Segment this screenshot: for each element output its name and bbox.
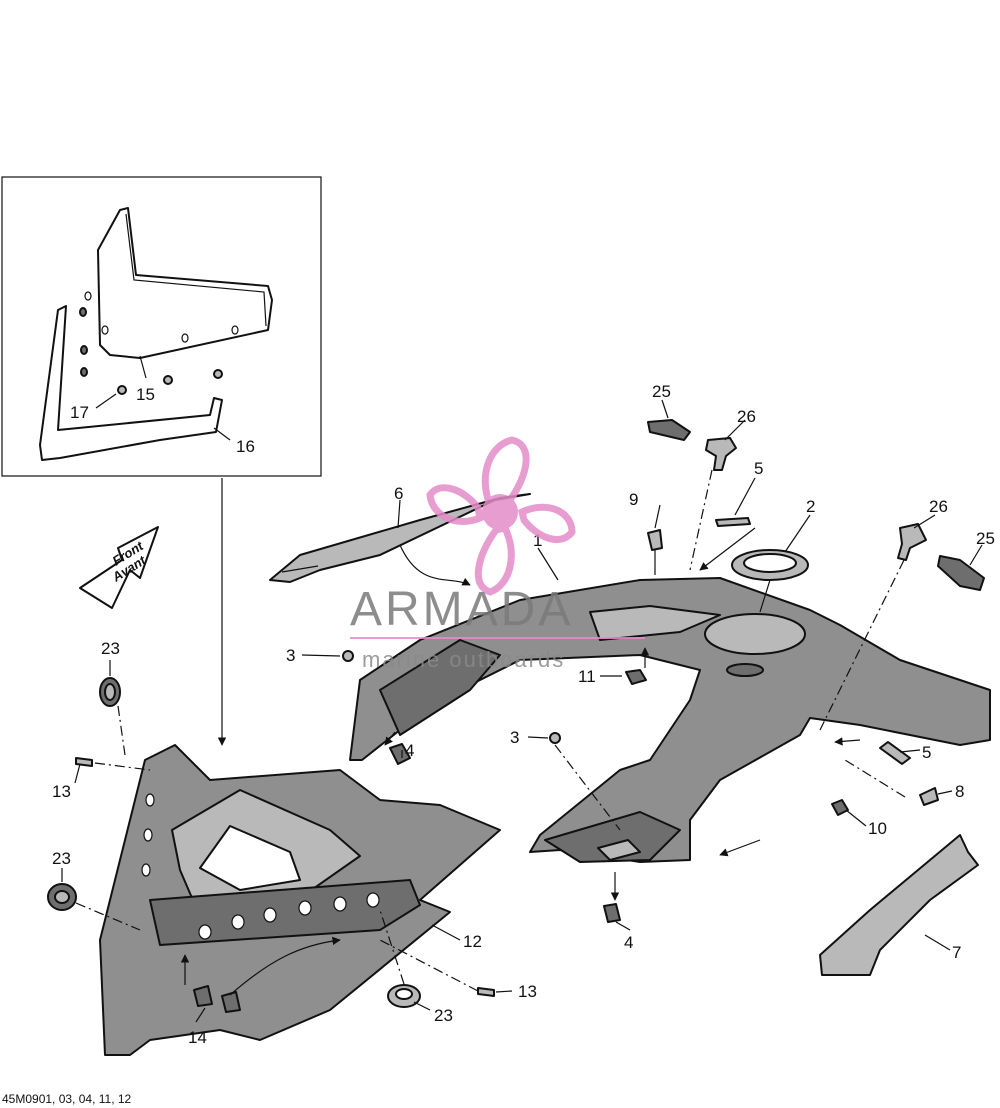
watermark-propeller-logo bbox=[426, 436, 576, 596]
callout-6: 6 bbox=[394, 484, 403, 503]
callout-15: 15 bbox=[136, 385, 155, 404]
leader-15 bbox=[139, 355, 147, 379]
part-23-grommet-top bbox=[99, 677, 121, 707]
part-7-side-trim bbox=[819, 834, 979, 976]
part-26-pin-left bbox=[705, 437, 737, 471]
part-1-boss bbox=[726, 663, 764, 677]
front-arrow-shape bbox=[79, 526, 159, 609]
part-9-pin bbox=[647, 529, 663, 575]
part-23-grommet-bottom bbox=[387, 984, 421, 1008]
callout-26-left: 26 bbox=[737, 407, 756, 426]
windshield-base-16 bbox=[39, 305, 223, 461]
callout-23-left: 23 bbox=[52, 849, 71, 868]
part-25-latch-right bbox=[937, 555, 985, 591]
part-3-screw-left bbox=[342, 650, 354, 662]
callout-3-left: 3 bbox=[286, 646, 295, 665]
callout-3-mid: 3 bbox=[510, 728, 519, 747]
clip-17 bbox=[80, 345, 88, 355]
clip-17 bbox=[79, 307, 87, 317]
part-12-inner-panel bbox=[199, 825, 301, 891]
windshield-hole bbox=[84, 291, 92, 301]
part-1-main-body bbox=[349, 577, 991, 863]
part-1-fuel-opening bbox=[704, 613, 806, 655]
part-2-fuel-ring bbox=[731, 549, 809, 581]
part-12-front-rail bbox=[149, 879, 421, 946]
callout-4-lower: 4 bbox=[624, 933, 633, 952]
watermark-tagline: marine outboards bbox=[362, 647, 565, 672]
callout-13-right: 13 bbox=[518, 982, 537, 1001]
windshield-hole bbox=[231, 325, 239, 335]
part-10-nut bbox=[831, 799, 849, 816]
part-26-pin-right bbox=[897, 523, 927, 561]
callout-11: 11 bbox=[578, 667, 596, 686]
nut-17 bbox=[117, 385, 127, 395]
part-1-left-rail bbox=[379, 639, 501, 736]
callout-17: 17 bbox=[70, 403, 89, 422]
callout-23-top: 23 bbox=[101, 639, 120, 658]
figure-caption: 45M0901, 03, 04, 11, 12 bbox=[2, 1092, 132, 1106]
windshield-trim-line bbox=[125, 213, 267, 327]
windshield-15 bbox=[97, 207, 273, 359]
callout-25-right: 25 bbox=[976, 529, 995, 548]
callout-16: 16 bbox=[236, 437, 255, 456]
callout-13-left: 13 bbox=[52, 782, 71, 801]
callout-1: 1 bbox=[533, 531, 542, 550]
nut-17 bbox=[213, 369, 223, 379]
part-1-recess bbox=[589, 605, 721, 641]
windshield-hole bbox=[101, 325, 109, 335]
callout-23-bottom: 23 bbox=[434, 1006, 453, 1025]
windshield-hole bbox=[181, 333, 189, 343]
callout-12: 12 bbox=[463, 932, 482, 951]
callout-5-top: 5 bbox=[754, 459, 763, 478]
callout-8: 8 bbox=[955, 782, 964, 801]
part-25-latch-left bbox=[647, 419, 691, 441]
part-5-strip-right bbox=[879, 741, 911, 765]
part-12-lower-console bbox=[99, 744, 501, 1056]
callout-5-right: 5 bbox=[922, 743, 931, 762]
clip-17 bbox=[80, 367, 88, 377]
part-13-bolt-right bbox=[477, 987, 495, 997]
part-1-lower-lip bbox=[544, 811, 681, 863]
nut-17 bbox=[163, 375, 173, 385]
assembly-lines bbox=[75, 469, 906, 996]
front-direction-arrow: Front Avant bbox=[79, 526, 159, 609]
callout-25-left: 25 bbox=[652, 382, 671, 401]
inset-windshield-detail: 17 15 16 bbox=[1, 176, 322, 477]
part-5-strip-top bbox=[715, 517, 751, 527]
callout-26-right: 26 bbox=[929, 497, 948, 516]
callout-leaders bbox=[61, 399, 983, 1023]
callout-9: 9 bbox=[629, 490, 638, 509]
part-8-screw bbox=[919, 787, 939, 806]
part-14-clip-b bbox=[221, 991, 241, 1013]
part-4-clip-lower bbox=[603, 903, 621, 923]
leader-16 bbox=[213, 427, 231, 441]
callout-7: 7 bbox=[952, 943, 961, 962]
callout-10: 10 bbox=[868, 819, 887, 838]
part-13-bolt-left bbox=[75, 757, 93, 767]
callout-numbers: 1 2 3 3 4 4 5 5 6 7 8 9 10 11 12 13 13 1… bbox=[52, 382, 995, 1047]
part-4-clip-left bbox=[389, 743, 411, 765]
watermark-brand: ARMADA bbox=[350, 583, 573, 636]
part-3-screw-mid bbox=[549, 732, 561, 744]
watermark: ARMADA marine outboards bbox=[350, 436, 645, 672]
callout-14: 14 bbox=[188, 1028, 207, 1047]
leader-17 bbox=[95, 393, 117, 409]
part-1-tab bbox=[597, 839, 641, 861]
part-11-clip bbox=[625, 669, 647, 685]
part-14-clip-a bbox=[193, 985, 213, 1007]
part-23-grommet-left bbox=[47, 883, 77, 911]
callout-2: 2 bbox=[806, 497, 815, 516]
callout-4-left: 4 bbox=[405, 741, 414, 760]
